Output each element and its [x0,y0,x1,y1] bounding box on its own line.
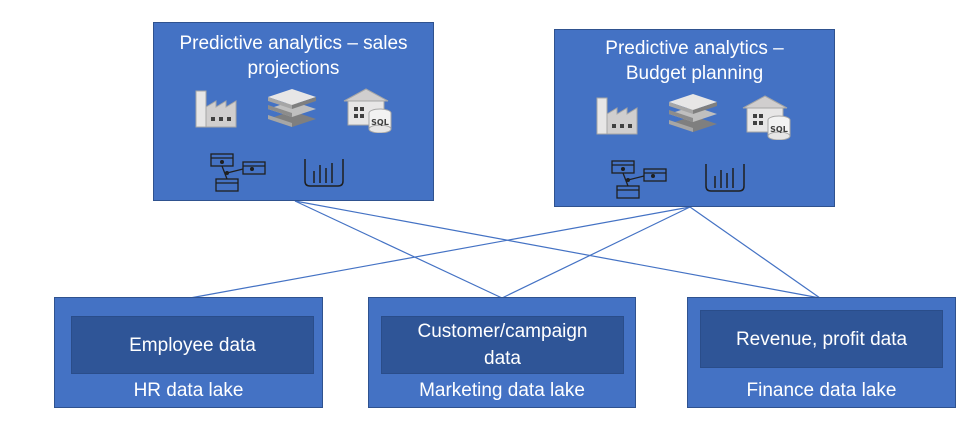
data-lake-content: Customer/campaign data [381,316,624,374]
data-lake-label: Finance data lake [746,380,897,401]
analytics-chart-icon [304,159,344,187]
connector-sales-finance [294,200,821,299]
sql-warehouse-icon: SQL [742,95,791,140]
data-lake-label: Marketing data lake [419,380,585,401]
data-lake-finance: Revenue, profit data Finance data lake [687,297,956,408]
connector-sales-marketing [294,200,503,299]
connector-budget-finance [689,206,821,299]
analytics-title-line2: projections [247,58,340,79]
data-model-icon [611,160,667,199]
data-lake-content-line1: Revenue, profit data [735,328,908,350]
data-lake-marketing: Customer/campaign data Marketing data la… [368,297,636,408]
data-lake-hr: Employee data HR data lake [54,297,323,408]
analytics-chart-icon [705,164,745,192]
data-lake-content-line1: Customer/campaign [417,321,588,342]
connector-budget-marketing [501,206,691,299]
data-lake-label: HR data lake [133,380,244,401]
svg-text:SQL: SQL [371,118,389,127]
svg-text:SQL: SQL [770,125,788,134]
data-model-icon [210,153,266,192]
layers-icon [669,94,717,132]
data-lake-content-line2: data [484,348,521,369]
sql-warehouse-icon: SQL [343,88,392,133]
analytics-title-line2: Budget planning [625,63,764,84]
analytics-box-budget: Predictive analytics – Budget planning S… [554,29,835,207]
analytics-title-line1: Predictive analytics – sales [179,33,408,54]
factory-icon [195,90,237,128]
analytics-title-line1: Predictive analytics – [605,38,784,59]
layers-icon [268,89,316,127]
data-lake-content: Revenue, profit data [700,310,943,368]
analytics-title: Predictive analytics – sales projections [154,31,433,81]
analytics-title: Predictive analytics – Budget planning [555,36,834,86]
factory-icon [596,97,638,135]
data-lake-content: Employee data [71,316,314,374]
data-lake-content-line1: Employee data [129,334,256,356]
connector-budget-hr [189,206,691,299]
analytics-box-sales: Predictive analytics – sales projections… [153,22,434,201]
